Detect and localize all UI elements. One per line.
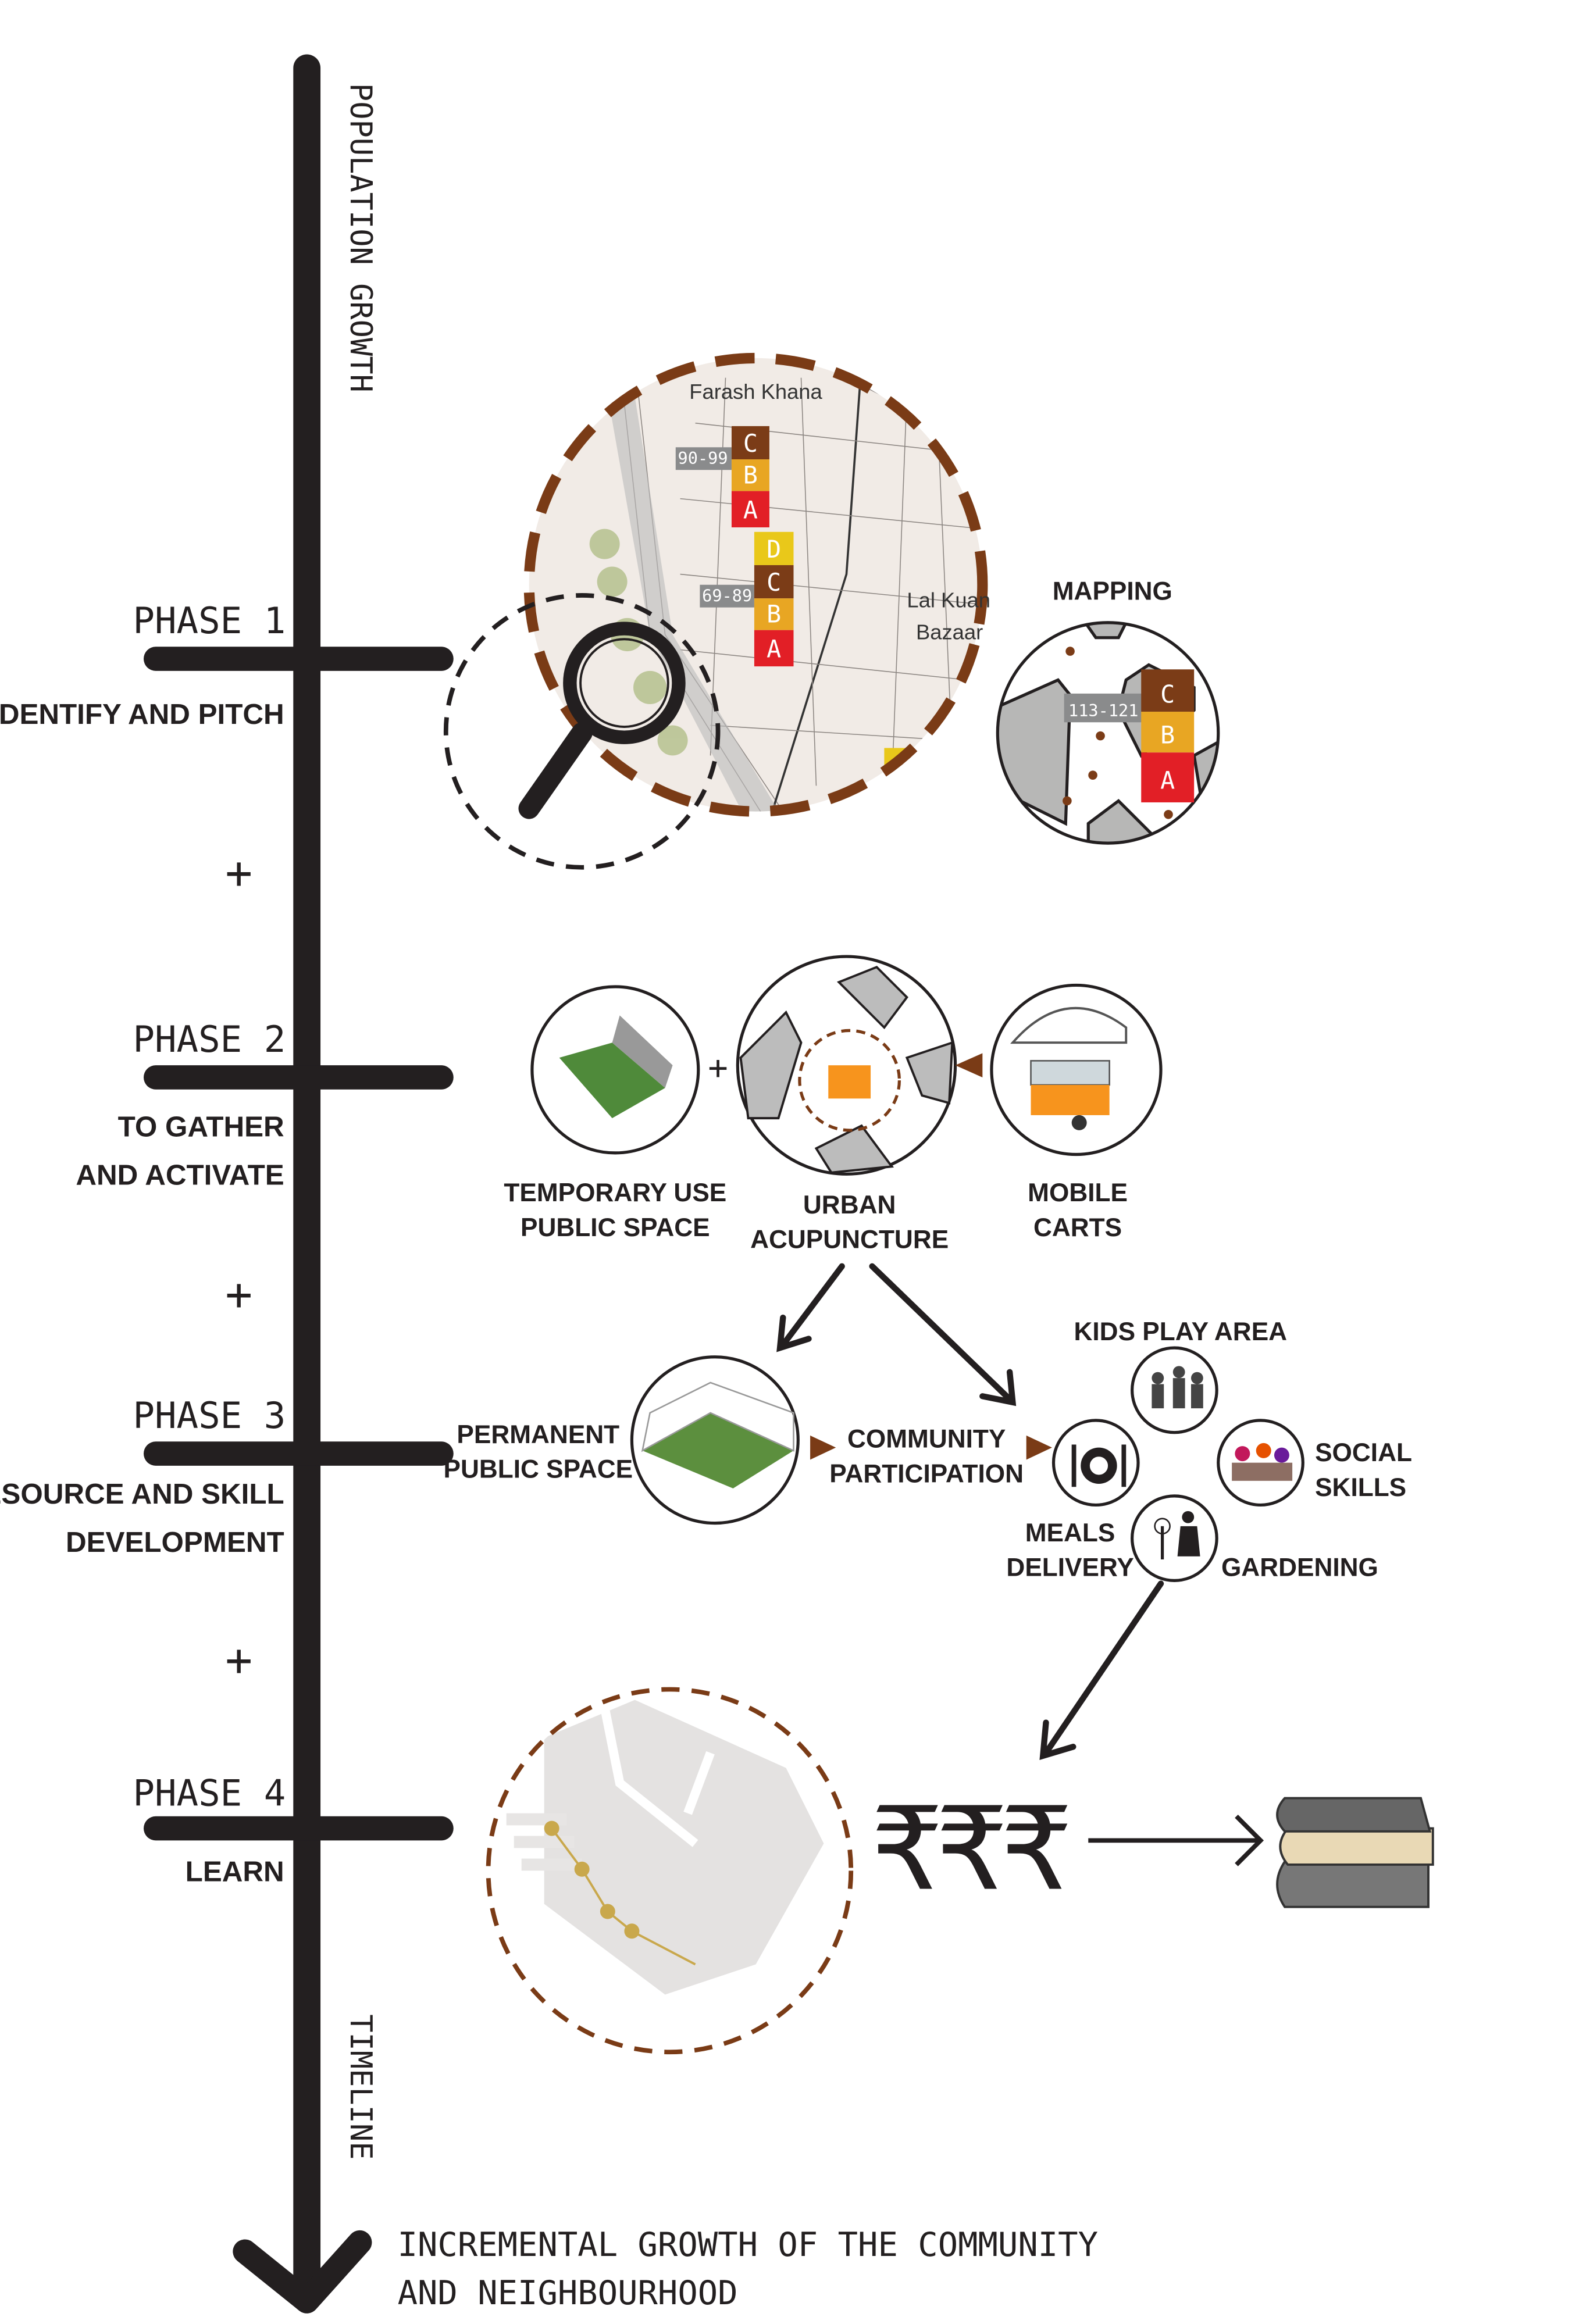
temporary-label-2: PUBLIC SPACE bbox=[521, 1213, 710, 1242]
focus-dashed-circle bbox=[443, 593, 721, 870]
block-b: B bbox=[743, 461, 758, 490]
intervention-circle bbox=[798, 1029, 901, 1132]
block-a: A bbox=[743, 495, 758, 524]
arrow-right-icon bbox=[1088, 1815, 1264, 1866]
phase-3-subtitle-1: RESOURCE AND SKILL bbox=[0, 1478, 284, 1510]
acupuncture-label-1: URBAN bbox=[803, 1191, 896, 1219]
block-a: A bbox=[1160, 766, 1175, 795]
tag-69-89 bbox=[700, 584, 754, 608]
tag-69-89-text: 69-89 bbox=[702, 586, 752, 605]
learning-map-border bbox=[486, 1687, 854, 2055]
people-group-icon bbox=[1232, 1443, 1293, 1481]
phase-labels: PHASE 1 IDENTIFY AND PITCH PHASE 2 TO GA… bbox=[0, 599, 286, 1888]
community-label-1: COMMUNITY bbox=[847, 1425, 1006, 1454]
phase-2-graphics: + TEMPORARY USE PUBLIC SPACE URBAN ACUPU… bbox=[504, 955, 1164, 1761]
conclusion-line-2: AND NEIGHBOURHOOD bbox=[398, 2274, 738, 2312]
plus-1: + bbox=[225, 847, 252, 899]
green-space-icon bbox=[559, 1043, 665, 1119]
kids-play-label: KIDS PLAY AREA bbox=[1074, 1318, 1288, 1346]
phase-4-subtitle: LEARN bbox=[186, 1856, 284, 1888]
books-icon bbox=[1276, 1797, 1434, 1908]
map-label-lal-kuan: Lal Kuan bbox=[907, 588, 990, 612]
kids-icon bbox=[1152, 1366, 1203, 1409]
mapping-label: MAPPING bbox=[1053, 577, 1172, 606]
carts-label-2: CARTS bbox=[1033, 1213, 1122, 1242]
population-growth-label: POPULATION GROWTH bbox=[343, 83, 378, 392]
block-b: B bbox=[1160, 721, 1175, 749]
magnifier-icon bbox=[518, 622, 686, 819]
carts-label-1: MOBILE bbox=[1028, 1179, 1128, 1207]
phase-1-title: PHASE 1 bbox=[133, 599, 286, 642]
block-a: A bbox=[767, 634, 781, 663]
meals-label-1: MEALS bbox=[1025, 1519, 1115, 1547]
phase-2-title: PHASE 2 bbox=[133, 1018, 286, 1061]
timeline: POPULATION GROWTH TIMELINE INCREMENTAL G… bbox=[143, 54, 1098, 2314]
gardening-icon bbox=[1154, 1511, 1200, 1559]
phase-1-graphics: Farash Khana Lal Kuan Bazaar 90-99 69-89… bbox=[443, 352, 1220, 870]
block-c: C bbox=[743, 429, 758, 458]
timeline-arrowhead-icon bbox=[233, 2230, 372, 2314]
rupee-icons: ₹₹₹ bbox=[871, 1783, 1073, 1916]
phase-3-subtitle-2: DEVELOPMENT bbox=[66, 1526, 284, 1558]
phase-4-title: PHASE 4 bbox=[133, 1772, 286, 1815]
block-c: C bbox=[1160, 680, 1175, 708]
phase-4-graphics: ₹₹₹ bbox=[486, 1687, 1434, 2055]
permanent-label-2: PUBLIC SPACE bbox=[443, 1455, 633, 1484]
temporary-label-1: TEMPORARY USE bbox=[504, 1179, 726, 1207]
pavilion-icon bbox=[641, 1381, 794, 1488]
map-label-farash-khana: Farash Khana bbox=[689, 380, 822, 404]
mapping-block-stack: C B A bbox=[1141, 669, 1195, 802]
tag-90-99-text: 90-99 bbox=[678, 448, 728, 468]
mapping-circle-border bbox=[996, 621, 1220, 845]
timeline-label: TIMELINE bbox=[343, 2014, 378, 2159]
arrow-left-icon bbox=[955, 1053, 983, 1077]
flow-arrows bbox=[776, 1263, 1164, 1761]
building-blocks bbox=[739, 965, 954, 1174]
social-skills-circle bbox=[1217, 1419, 1304, 1507]
social-label-2: SKILLS bbox=[1315, 1473, 1406, 1502]
arrow-right-icon bbox=[810, 1435, 836, 1460]
meals-label-2: DELIVERY bbox=[1006, 1554, 1133, 1582]
community-label-2: PARTICIPATION bbox=[829, 1459, 1024, 1488]
kiosk-icon bbox=[828, 1065, 871, 1099]
phase-3-title: PHASE 3 bbox=[133, 1394, 286, 1437]
phase-2-subtitle-2: AND ACTIVATE bbox=[76, 1159, 284, 1191]
plus-3: + bbox=[225, 1634, 252, 1687]
gardening-label: GARDENING bbox=[1221, 1554, 1378, 1582]
phase-3-graphics: PERMANENT PUBLIC SPACE COMMUNITY PARTICI… bbox=[443, 1318, 1412, 1582]
map-label-bazaar: Bazaar bbox=[916, 620, 983, 644]
site-map-border bbox=[523, 352, 988, 817]
food-cart-icon bbox=[1010, 1006, 1128, 1130]
acupuncture-label-2: ACUPUNCTURE bbox=[750, 1226, 949, 1254]
social-label-1: SOCIAL bbox=[1315, 1438, 1412, 1467]
mapping-circle bbox=[997, 622, 1218, 844]
wall-icon bbox=[612, 1015, 673, 1088]
block-c: C bbox=[767, 568, 781, 597]
block-stack-1: C B A bbox=[731, 426, 769, 527]
learning-route-map bbox=[488, 1689, 851, 2052]
plus-2: + bbox=[225, 1269, 252, 1321]
phase-2-plus: + bbox=[708, 1049, 728, 1087]
phase-2-subtitle-1: TO GATHER bbox=[118, 1111, 284, 1143]
block-d: D bbox=[767, 535, 781, 563]
arrow-right-icon bbox=[1026, 1435, 1052, 1460]
tag-90-99 bbox=[675, 447, 732, 470]
plate-cutlery-icon bbox=[1071, 1444, 1127, 1487]
block-stack-2: D C B A bbox=[754, 531, 794, 667]
phase-1-subtitle: IDENTIFY AND PITCH bbox=[0, 698, 284, 730]
conclusion-line-1: INCREMENTAL GROWTH OF THE COMMUNITY bbox=[398, 2226, 1098, 2264]
tag-113-121-text: 113-121 bbox=[1068, 701, 1138, 720]
permanent-label-1: PERMANENT bbox=[457, 1420, 619, 1449]
gardening-circle bbox=[1131, 1494, 1218, 1582]
block-b: B bbox=[767, 600, 781, 629]
tag-113-121 bbox=[1064, 693, 1143, 723]
